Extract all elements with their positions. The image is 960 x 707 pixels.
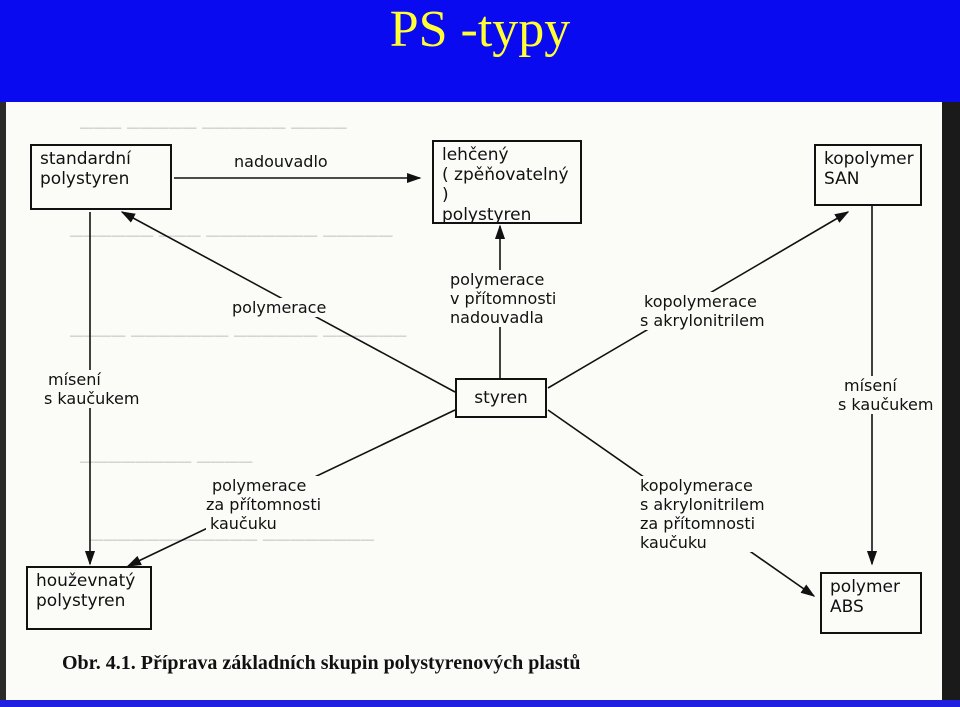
scan-bottom-edge	[0, 700, 960, 707]
scan-right-edge	[942, 102, 960, 707]
node-tough-line-2: polystyren	[36, 591, 126, 611]
bleed-through-line: ─── ───── ────── ────	[80, 118, 348, 139]
edge-label-line: s kaučukem	[44, 389, 140, 408]
edge-label-line: polymerace	[450, 270, 545, 289]
edge-label-line: nadouvadlo	[234, 152, 328, 171]
node-foamed-polystyrene: lehčený ( zpěňovatelný ) polystyren	[432, 140, 582, 225]
bleed-through-line: ────── ─── ──────── ─────	[70, 226, 393, 247]
edge-label-line: v přítomnosti	[450, 289, 557, 308]
node-san-line-2: SAN	[824, 169, 860, 189]
edge-label-nadouvadlo: nadouvadlo	[234, 152, 328, 171]
edge-label-line: kaučuku	[640, 533, 707, 552]
edge-label-line: mísení	[48, 370, 101, 389]
edge-label-polymerace: polymerace	[232, 298, 327, 317]
edge-label-polymerace-kauciku: polymerace za přítomnosti kaučuku	[206, 476, 322, 533]
edge-label-miseni-right: mísení s kaučukem	[838, 376, 934, 414]
edge-label-line: polymerace	[212, 476, 307, 495]
edge-label-line: mísení	[844, 376, 897, 395]
slide-title: PS -typy	[389, 1, 571, 58]
node-abs-polymer: polymer ABS	[820, 572, 922, 634]
bleed-through-line: ──────── ────	[80, 452, 253, 473]
edge-label-line: polymerace	[232, 298, 327, 317]
node-styrene-label: styren	[474, 388, 528, 408]
node-standard-polystyrene: standardní polystyren	[30, 144, 172, 210]
node-foam-line-1: lehčený	[442, 145, 509, 165]
edge-label-miseni-left: mísení s kaučukem	[44, 370, 140, 408]
node-san-copolymer: kopolymer SAN	[814, 144, 922, 206]
figure-caption: Obr. 4.1. Příprava základních skupin pol…	[62, 652, 581, 674]
edge-label-line: kaučuku	[210, 514, 277, 533]
bleed-through-line: ──── ─────── ────── ──────	[70, 326, 407, 347]
edge-label-line: kopolymerace	[644, 292, 757, 311]
node-tough-line-1: houževnatý	[36, 571, 136, 591]
scan-left-edge	[0, 102, 6, 707]
node-foam-line-2: ( zpěňovatelný )	[442, 165, 569, 205]
edge-label-line: nadouvadla	[450, 308, 544, 327]
node-styrene: styren	[455, 378, 547, 418]
node-standard-line-2: polystyren	[40, 169, 130, 189]
bleed-through-line: ──────────── ────────	[90, 530, 375, 551]
edge-label-kopolymerace-kauciku: kopolymerace s akrylonitrilem za přítomn…	[640, 476, 765, 552]
edge-label-line: za přítomnosti	[640, 514, 756, 533]
edge-label-line: za přítomnosti	[206, 495, 322, 514]
node-abs-line-1: polymer	[830, 577, 900, 597]
edge-label-line: s kaučukem	[838, 395, 934, 414]
edge-label-polymerace-nadouvadla: polymerace v přítomnosti nadouvadla	[450, 270, 557, 327]
edge-label-line: s akrylonitrilem	[640, 311, 765, 330]
title-bar	[0, 0, 960, 102]
node-standard-line-1: standardní	[40, 149, 131, 169]
edge-label-line: s akrylonitrilem	[640, 495, 765, 514]
edge-label-line: kopolymerace	[640, 476, 753, 495]
node-san-line-1: kopolymer	[824, 149, 914, 169]
node-foam-line-3: polystyren	[442, 205, 532, 225]
node-abs-line-2: ABS	[830, 597, 864, 617]
edge-label-kopolymerace-akrylonitrilem: kopolymerace s akrylonitrilem	[640, 292, 765, 330]
node-tough-polystyrene: houževnatý polystyren	[26, 566, 152, 630]
